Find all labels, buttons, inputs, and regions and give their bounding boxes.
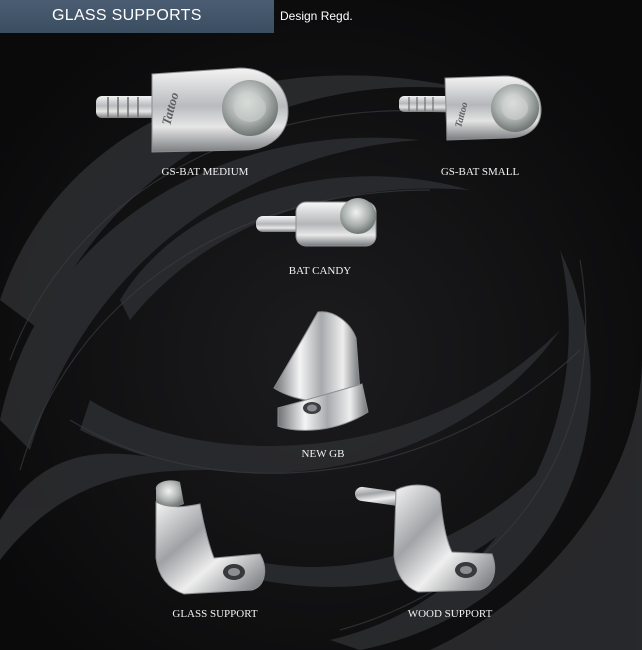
product-label: WOOD SUPPORT — [407, 608, 493, 620]
product-gs-bat-small: Tattoo — [395, 70, 545, 150]
wood-support-image — [354, 484, 496, 593]
product-label: BAT CANDY — [288, 265, 352, 277]
section-title: GLASS SUPPORTS — [52, 7, 202, 24]
gs-bat-medium-image: Tattoo — [96, 67, 289, 153]
section-header: GLASS SUPPORTS — [0, 0, 274, 33]
product-label: NEW GB — [301, 448, 345, 460]
product-gs-bat-medium: Tattoo — [90, 60, 310, 160]
product-glass-support — [140, 478, 270, 598]
product-new-gb — [268, 308, 378, 438]
product-label: GS-BAT SMALL — [440, 166, 520, 178]
glass-support-image — [155, 480, 266, 595]
product-wood-support — [352, 478, 502, 598]
product-bat-candy — [252, 192, 392, 254]
new-gb-image — [273, 311, 369, 431]
product-label: GS-BAT MEDIUM — [161, 166, 249, 178]
design-registered-note: Design Regd. — [280, 9, 353, 23]
product-label: GLASS SUPPORT — [172, 608, 258, 620]
bat-candy-image — [256, 198, 377, 247]
gs-bat-small-image: Tattoo — [399, 75, 542, 141]
